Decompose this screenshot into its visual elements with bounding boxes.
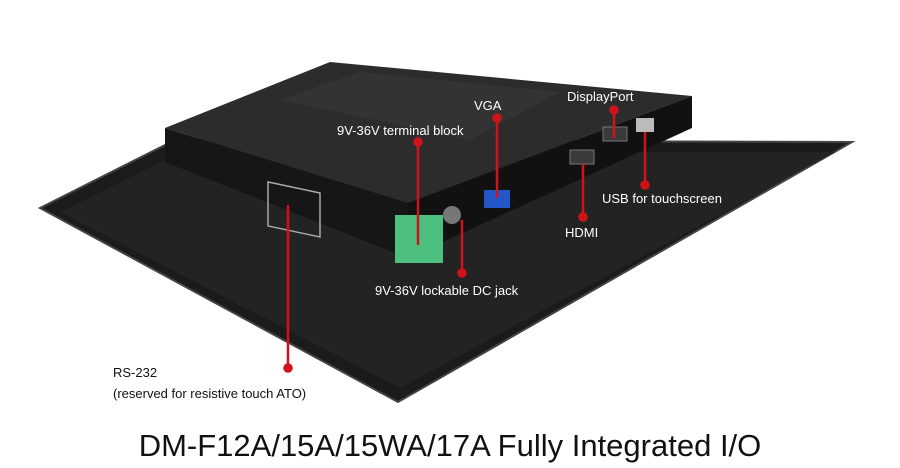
dc-jack-connector xyxy=(443,206,461,224)
mount-plate xyxy=(280,72,560,140)
vga-connector xyxy=(484,190,510,208)
rs232-label: RS-232 xyxy=(113,365,158,380)
displayport-label: DisplayPort xyxy=(567,89,634,104)
callout-lines xyxy=(283,105,650,373)
terminal-block-label: 9V-36V terminal block xyxy=(337,123,464,138)
vga-label: VGA xyxy=(474,98,502,113)
rs232-note: (reserved for resistive touch ATO) xyxy=(113,386,307,401)
panel-rim xyxy=(60,152,835,388)
hdmi-label: HDMI xyxy=(565,225,599,240)
rs232-port xyxy=(267,181,321,238)
box-left-face xyxy=(165,128,408,258)
hdmi-connector xyxy=(569,149,595,165)
diagram-title: DM-F12A/15A/15WA/17A Fully Integrated I/… xyxy=(138,428,762,463)
usb-connector xyxy=(636,118,654,132)
usb-label: USB for touchscreen xyxy=(602,191,722,206)
dc-jack-label: 9V-36V lockable DC jack xyxy=(375,283,519,298)
